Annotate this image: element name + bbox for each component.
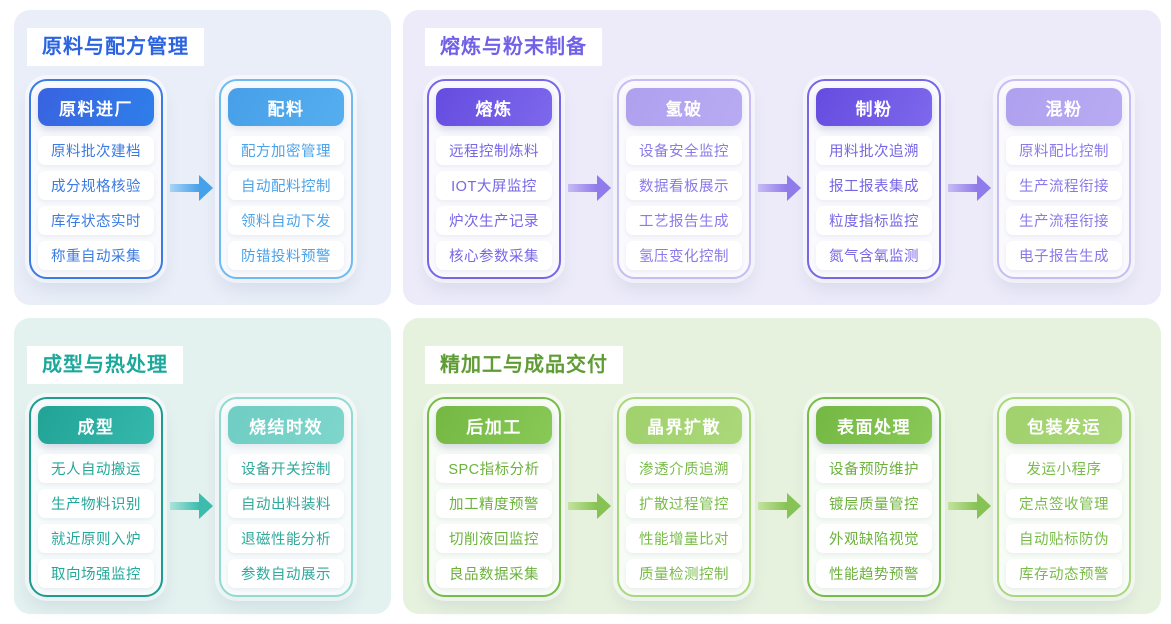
process-item: 扩散过程管控: [626, 489, 742, 518]
process-card: 晶界扩散 渗透介质追溯 扩散过程管控 性能增量比对 质量检测控制: [617, 397, 751, 597]
section-title: 成型与热处理: [27, 346, 183, 384]
process-item: 核心参数采集: [436, 241, 552, 270]
process-item: 防错投料预警: [228, 241, 344, 270]
process-item: 自动贴标防伪: [1006, 524, 1122, 553]
process-item: 配方加密管理: [228, 136, 344, 165]
process-card-header: 配料: [228, 88, 344, 126]
process-card: 配料 配方加密管理 自动配料控制 领料自动下发 防错投料预警: [219, 79, 353, 279]
flow-arrow-icon: [566, 493, 612, 519]
process-card-header: 氢破: [626, 88, 742, 126]
process-item: 称重自动采集: [38, 241, 154, 270]
process-card: 原料进厂 原料批次建档 成分规格核验 库存状态实时 称重自动采集: [29, 79, 163, 279]
process-item: 库存状态实时: [38, 206, 154, 235]
flow-arrow-icon: [566, 175, 612, 201]
section-title: 熔炼与粉末制备: [425, 28, 602, 66]
flow-arrow-icon: [756, 175, 802, 201]
process-card: 表面处理 设备预防维护 镀层质量管控 外观缺陷视觉 性能趋势预警: [807, 397, 941, 597]
process-item: 生产流程衔接: [1006, 206, 1122, 235]
section-panel-smelting-powder: 熔炼与粉末制备 熔炼 远程控制炼料 IOT大屏监控 炉次生产记录 核心参数采集 …: [403, 10, 1161, 305]
process-card-header: 烧结时效: [228, 406, 344, 444]
process-item: 无人自动搬运: [38, 454, 154, 483]
flow-arrow-icon: [756, 493, 802, 519]
process-item: 生产物料识别: [38, 489, 154, 518]
process-item: 设备安全监控: [626, 136, 742, 165]
process-item: 性能增量比对: [626, 524, 742, 553]
process-item: 设备开关控制: [228, 454, 344, 483]
process-card-header: 表面处理: [816, 406, 932, 444]
cards-row: 后加工 SPC指标分析 加工精度预警 切削液回监控 良品数据采集 晶界扩散 渗透…: [427, 397, 1161, 597]
process-item: 自动出料装料: [228, 489, 344, 518]
process-item: 发运小程序: [1006, 454, 1122, 483]
flow-arrow-icon: [946, 493, 992, 519]
process-item: 氢压变化控制: [626, 241, 742, 270]
process-card-header: 制粉: [816, 88, 932, 126]
process-item: 报工报表集成: [816, 171, 932, 200]
process-item: 加工精度预警: [436, 489, 552, 518]
process-card-header: 原料进厂: [38, 88, 154, 126]
process-item: 自动配料控制: [228, 171, 344, 200]
cards-row: 熔炼 远程控制炼料 IOT大屏监控 炉次生产记录 核心参数采集 氢破 设备安全监…: [427, 79, 1161, 279]
process-card-header: 混粉: [1006, 88, 1122, 126]
process-item: 镀层质量管控: [816, 489, 932, 518]
process-item: 生产流程衔接: [1006, 171, 1122, 200]
process-card: 熔炼 远程控制炼料 IOT大屏监控 炉次生产记录 核心参数采集: [427, 79, 561, 279]
section-panel-raw-material: 原料与配方管理 原料进厂 原料批次建档 成分规格核验 库存状态实时 称重自动采集…: [14, 10, 391, 305]
process-item: SPC指标分析: [436, 454, 552, 483]
process-item: 设备预防维护: [816, 454, 932, 483]
cards-row: 成型 无人自动搬运 生产物料识别 就近原则入炉 取向场强监控 烧结时效 设备开关…: [29, 397, 391, 597]
process-item: 性能趋势预警: [816, 559, 932, 588]
process-card: 制粉 用料批次追溯 报工报表集成 粒度指标监控 氮气含氧监测: [807, 79, 941, 279]
process-item: 切削液回监控: [436, 524, 552, 553]
process-card-header: 包装发运: [1006, 406, 1122, 444]
process-item: 外观缺陷视觉: [816, 524, 932, 553]
process-item: 退磁性能分析: [228, 524, 344, 553]
process-item: 渗透介质追溯: [626, 454, 742, 483]
process-card: 氢破 设备安全监控 数据看板展示 工艺报告生成 氢压变化控制: [617, 79, 751, 279]
process-card: 烧结时效 设备开关控制 自动出料装料 退磁性能分析 参数自动展示: [219, 397, 353, 597]
process-item: 原料批次建档: [38, 136, 154, 165]
process-card-header: 后加工: [436, 406, 552, 444]
process-item: 原料配比控制: [1006, 136, 1122, 165]
cards-row: 原料进厂 原料批次建档 成分规格核验 库存状态实时 称重自动采集 配料 配方加密…: [29, 79, 391, 279]
process-item: 炉次生产记录: [436, 206, 552, 235]
flow-arrow-icon: [946, 175, 992, 201]
process-item: 远程控制炼料: [436, 136, 552, 165]
process-item: 参数自动展示: [228, 559, 344, 588]
process-item: 良品数据采集: [436, 559, 552, 588]
section-title: 精加工与成品交付: [425, 346, 623, 384]
process-item: 取向场强监控: [38, 559, 154, 588]
process-card: 成型 无人自动搬运 生产物料识别 就近原则入炉 取向场强监控: [29, 397, 163, 597]
process-item: 质量检测控制: [626, 559, 742, 588]
process-item: 定点签收管理: [1006, 489, 1122, 518]
process-item: 领料自动下发: [228, 206, 344, 235]
process-card-header: 成型: [38, 406, 154, 444]
section-panel-finishing-delivery: 精加工与成品交付 后加工 SPC指标分析 加工精度预警 切削液回监控 良品数据采…: [403, 318, 1161, 614]
process-item: 数据看板展示: [626, 171, 742, 200]
section-title: 原料与配方管理: [27, 28, 204, 66]
process-item: 就近原则入炉: [38, 524, 154, 553]
process-card-header: 晶界扩散: [626, 406, 742, 444]
flow-arrow-icon: [168, 175, 214, 201]
process-card-header: 熔炼: [436, 88, 552, 126]
process-card: 后加工 SPC指标分析 加工精度预警 切削液回监控 良品数据采集: [427, 397, 561, 597]
process-card: 混粉 原料配比控制 生产流程衔接 生产流程衔接 电子报告生成: [997, 79, 1131, 279]
process-item: 氮气含氧监测: [816, 241, 932, 270]
process-item: 成分规格核验: [38, 171, 154, 200]
process-item: IOT大屏监控: [436, 171, 552, 200]
process-item: 用料批次追溯: [816, 136, 932, 165]
section-panel-forming-heat: 成型与热处理 成型 无人自动搬运 生产物料识别 就近原则入炉 取向场强监控 烧结…: [14, 318, 391, 614]
process-item: 粒度指标监控: [816, 206, 932, 235]
process-item: 电子报告生成: [1006, 241, 1122, 270]
process-item: 库存动态预警: [1006, 559, 1122, 588]
process-item: 工艺报告生成: [626, 206, 742, 235]
process-card: 包装发运 发运小程序 定点签收管理 自动贴标防伪 库存动态预警: [997, 397, 1131, 597]
flow-arrow-icon: [168, 493, 214, 519]
